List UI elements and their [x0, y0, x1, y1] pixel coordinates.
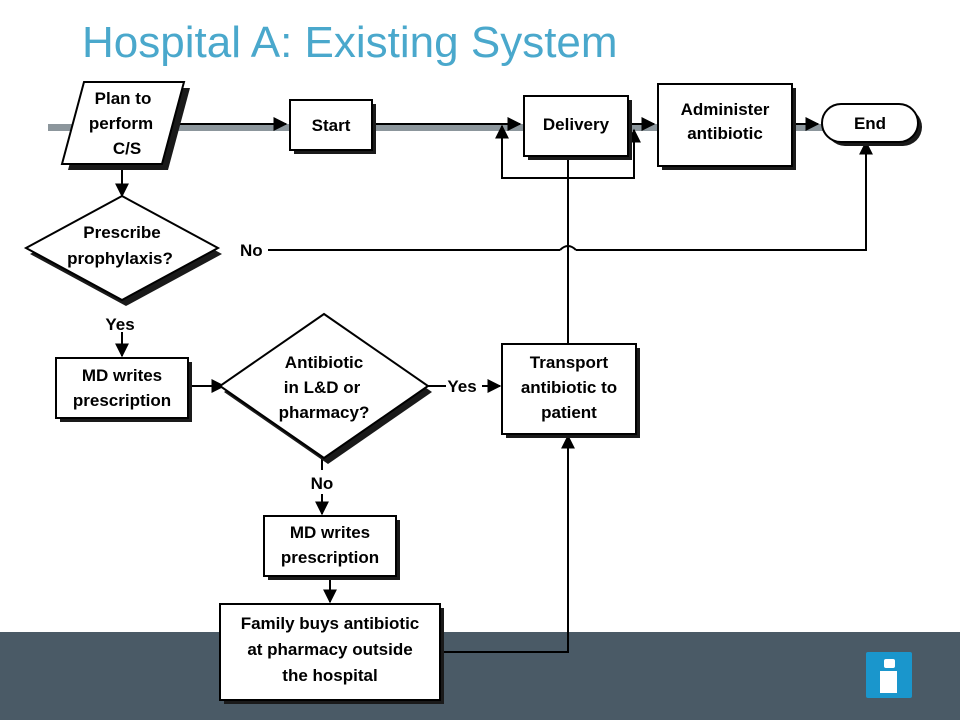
slide-title: Hospital A: Existing System: [82, 18, 618, 67]
node-family-buys-line2: at pharmacy outside: [247, 640, 412, 659]
edge-label-yes-2: Yes: [447, 377, 476, 396]
edge-loop-right: [568, 128, 641, 179]
node-family-buys-line1: Family buys antibiotic: [241, 614, 420, 633]
node-md-writes-2-line1: MD writes: [290, 523, 370, 542]
info-i-dot: [884, 659, 895, 668]
node-administer-line1: Administer: [681, 100, 770, 119]
node-start-label: Start: [312, 116, 351, 135]
node-transport-line3: patient: [541, 403, 597, 422]
node-antibiotic-question-line3: pharmacy?: [279, 403, 370, 422]
node-transport: Transport antibiotic to patient: [501, 343, 640, 438]
edge-loop-left: [495, 124, 569, 179]
edge-label-no-1: No: [240, 241, 263, 260]
node-delivery: Delivery: [523, 95, 632, 160]
connectors: [115, 117, 873, 653]
node-delivery-label: Delivery: [543, 115, 610, 134]
footer-band: [0, 632, 960, 720]
node-administer-line2: antibiotic: [687, 124, 763, 143]
info-i-stem: [880, 671, 897, 693]
edge-label-yes-1: Yes: [105, 315, 134, 334]
node-antibiotic-question-line1: Antibiotic: [285, 353, 363, 372]
node-md-writes-2-line2: prescription: [281, 548, 379, 567]
edge-no-line-b: [576, 140, 873, 251]
edge-label-no-2: No: [311, 474, 334, 493]
node-prescribe: Prescribe prophylaxis?: [23, 194, 222, 306]
node-plan-line2: perform: [89, 114, 153, 133]
node-transport-line1: Transport: [530, 353, 609, 372]
node-prescribe-line1: Prescribe: [83, 223, 161, 242]
node-md-writes-1-line2: prescription: [73, 391, 171, 410]
node-prescribe-line2: prophylaxis?: [67, 249, 173, 268]
node-plan-line3: C/S: [113, 139, 141, 158]
info-i-icon: [866, 652, 912, 698]
node-md-writes-2: MD writes prescription: [263, 515, 400, 580]
node-administer: Administer antibiotic: [657, 83, 796, 170]
node-md-writes-1: MD writes prescription: [55, 357, 192, 422]
top-rule: [48, 124, 918, 131]
node-family-buys-line3: the hospital: [282, 666, 377, 685]
node-antibiotic-question: Antibiotic in L&D or pharmacy?: [218, 312, 432, 464]
node-end: End: [821, 103, 922, 146]
node-md-writes-1-line1: MD writes: [82, 366, 162, 385]
edge-family-transport: [440, 434, 575, 653]
node-antibiotic-question-line2: in L&D or: [284, 378, 361, 397]
node-start: Start: [289, 99, 376, 154]
node-plan-line1: Plan to: [95, 89, 152, 108]
node-transport-line2: antibiotic to: [521, 378, 617, 397]
node-family-buys: Family buys antibiotic at pharmacy outsi…: [219, 603, 444, 704]
node-end-label: End: [854, 114, 886, 133]
node-plan: Plan to perform C/S: [60, 81, 190, 170]
